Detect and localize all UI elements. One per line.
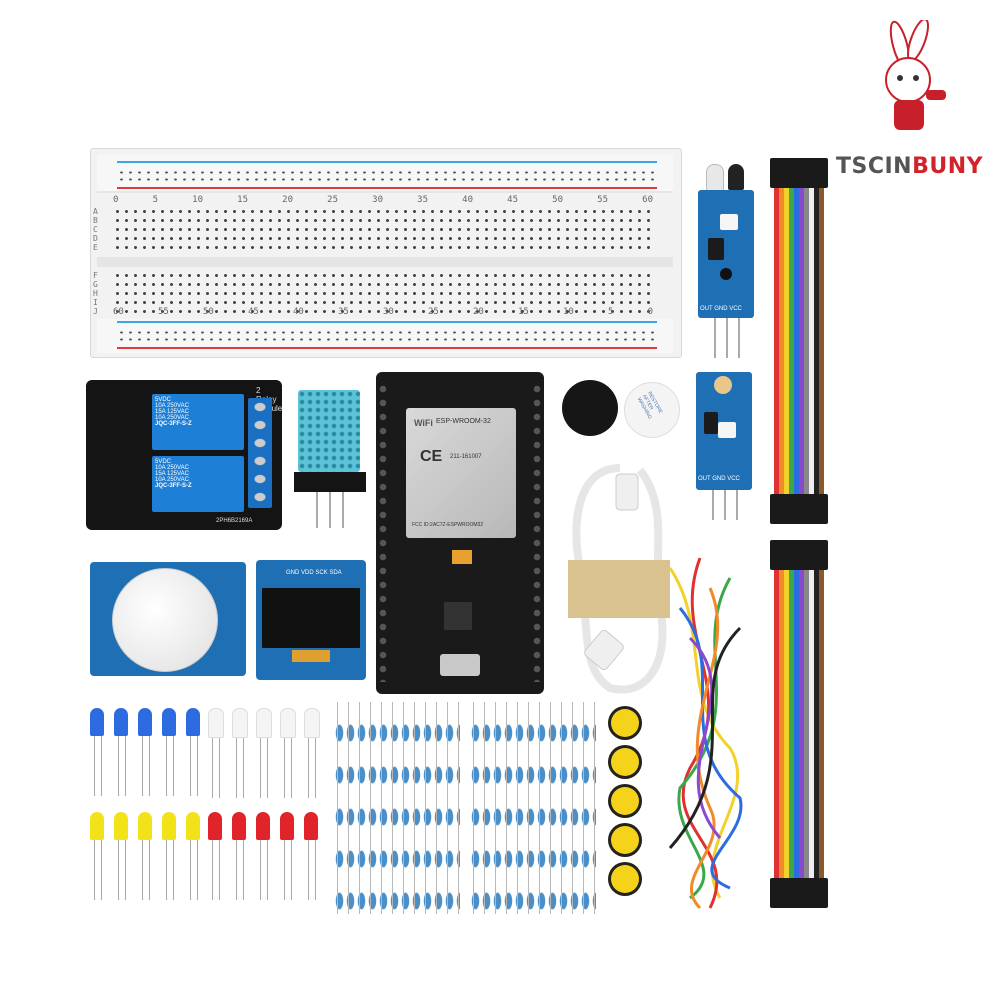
led-blue	[90, 708, 104, 808]
led-group-yellow	[90, 812, 200, 912]
esp32-id: 211-161007	[450, 454, 482, 460]
led-yellow	[90, 812, 104, 912]
push-button	[608, 862, 642, 896]
light-sensor-module: OUT GND VCC	[696, 372, 754, 522]
active-buzzer: RESTORE AFTER WASHING	[624, 382, 680, 438]
led-white	[208, 708, 224, 808]
led-red	[280, 812, 294, 912]
brand-name: TSCINBUNY	[836, 154, 984, 179]
buzzer-label: RESTORE AFTER WASHING	[635, 390, 664, 421]
photoresistor	[714, 376, 732, 394]
led-yellow	[114, 812, 128, 912]
esp32-fcc: FCC ID:2AC7Z-ESPWROOM32	[412, 522, 484, 528]
screw-terminals	[248, 398, 272, 508]
led-red	[256, 812, 270, 912]
micro-usb-port[interactable]	[440, 654, 480, 676]
esp32-pins-right	[530, 382, 544, 682]
bunny-mascot-logo	[885, 20, 946, 130]
push-button	[608, 784, 642, 818]
resistor-array-left	[334, 702, 460, 914]
oled-display: GND VDD SCK SDA	[256, 560, 366, 680]
led-red	[208, 812, 222, 912]
led-white	[304, 708, 320, 808]
push-button	[608, 823, 642, 857]
pir-sensor	[90, 562, 246, 676]
ir-sensor-pins	[714, 318, 740, 358]
ir-led-clear	[706, 164, 724, 192]
led-red	[232, 812, 246, 912]
dht-sensor	[294, 390, 366, 530]
esp32-board: WiFi ESP-WROOM-32 CE 211-161007 FCC ID:2…	[376, 372, 544, 694]
led-group-red	[208, 812, 318, 912]
led-red	[304, 812, 318, 912]
led-group-blue	[90, 708, 200, 808]
power-rail-bottom	[97, 319, 673, 353]
led-blue	[138, 708, 152, 808]
led-blue	[186, 708, 200, 808]
push-button	[608, 706, 642, 740]
push-button-column	[608, 706, 644, 906]
led-blue	[114, 708, 128, 808]
power-rail-top	[97, 155, 673, 193]
usb-cable	[568, 464, 670, 694]
dupont-wires-top	[770, 158, 828, 524]
led-yellow	[162, 812, 176, 912]
led-white	[256, 708, 272, 808]
led-yellow	[138, 812, 152, 912]
led-blue	[162, 708, 176, 808]
wifi-logo: WiFi	[414, 418, 433, 428]
esp32-module-label: ESP-WROOM-32	[436, 418, 491, 425]
holes-top	[113, 207, 653, 253]
led-group-white	[208, 708, 320, 808]
ir-sensor-pin-labels: OUT GND VCC	[700, 306, 742, 312]
esp32-module-shield: WiFi ESP-WROOM-32 CE 211-161007 FCC ID:2…	[406, 408, 516, 538]
ce-mark: CE	[420, 448, 443, 465]
led-white	[280, 708, 296, 808]
push-button	[608, 745, 642, 779]
ir-sensor-module: OUT GND VCC	[698, 160, 756, 360]
light-sensor-pcb: OUT GND VCC	[696, 372, 752, 490]
dupont-wires-bottom	[770, 540, 828, 908]
holes-bottom	[113, 271, 653, 317]
pir-dome	[112, 568, 218, 672]
light-sensor-pin-labels: OUT GND VCC	[698, 476, 740, 482]
resistor-array-right	[470, 702, 596, 914]
ir-sensor-pcb: OUT GND VCC	[698, 190, 754, 318]
center-channel	[97, 257, 673, 267]
ir-receiver-black	[728, 164, 744, 190]
oled-screen	[262, 588, 360, 648]
esp32-pins-left	[376, 382, 390, 682]
relay-pcb-code: 2PH6B2169A	[216, 518, 253, 524]
oled-pin-labels: GND VDD SCK SDA	[286, 570, 342, 576]
led-white	[232, 708, 248, 808]
passive-buzzer	[562, 380, 618, 436]
led-yellow	[186, 812, 200, 912]
jumper-wire-cluster	[668, 557, 743, 910]
